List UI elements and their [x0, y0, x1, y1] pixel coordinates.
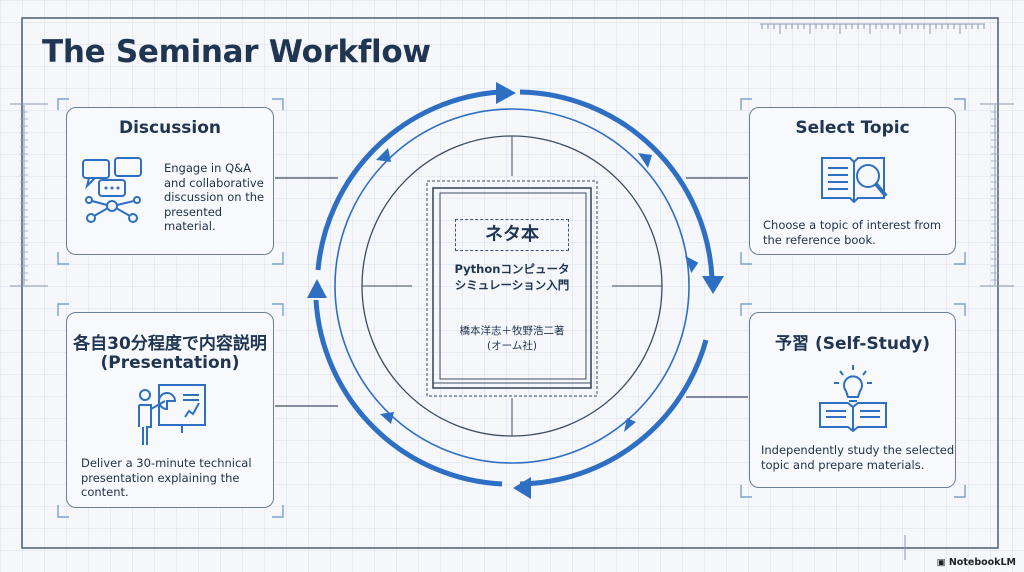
lightbulb-book-icon — [819, 365, 887, 433]
inner-ring-arrowheads — [376, 148, 699, 432]
ruler-ticks — [10, 23, 1014, 560]
discussion-card: Discussion Engage in Q&A and collaborati… — [66, 107, 274, 255]
presentation-description: Deliver a 30-minute technical presentati… — [81, 456, 252, 499]
book-title-line1: Pythonコンピュータ — [454, 262, 570, 276]
book-title-line2: シミュレーション入門 — [454, 278, 570, 292]
notebooklm-watermark: ▣ NotebookLM — [936, 557, 1016, 568]
crosshair — [362, 136, 662, 436]
select-topic-description: Choose a topic of interest from the refe… — [763, 218, 942, 247]
outer-ring-arrowheads — [307, 82, 724, 499]
connector-lines — [275, 177, 748, 407]
presenter-icon — [138, 384, 206, 445]
self-study-description: Independently study the selected topic a… — [761, 443, 955, 472]
reference-book — [426, 180, 598, 397]
outer-frame — [21, 17, 999, 549]
discussion-network-icon — [82, 157, 142, 223]
cycle-outer-ring — [313, 89, 715, 487]
presentation-title-line1: 各自30分程度で内容説明 — [73, 334, 267, 354]
discussion-title: Discussion — [118, 118, 222, 138]
select-topic-card: Select Topic Choose a topic of interest … — [749, 107, 956, 255]
presentation-card: 各自30分程度で内容説明 (Presentation) Deliver a 30… — [66, 312, 274, 508]
book-authors: 橋本洋志＋牧野浩二著 — [459, 325, 565, 337]
select-topic-title: Select Topic — [795, 118, 910, 138]
reference-book-label: ネタ本 — [455, 219, 569, 251]
book-publisher: (オーム社) — [487, 340, 537, 352]
self-study-title: 予習 (Self-Study) — [775, 334, 930, 354]
book-magnifier-icon — [821, 157, 888, 204]
page-title: The Seminar Workflow — [42, 34, 431, 70]
self-study-card: 予習 (Self-Study) Independently study the … — [749, 312, 956, 488]
discussion-description: Engage in Q&A and collaborative discussi… — [164, 161, 265, 233]
presentation-title-line2: (Presentation) — [100, 353, 240, 373]
